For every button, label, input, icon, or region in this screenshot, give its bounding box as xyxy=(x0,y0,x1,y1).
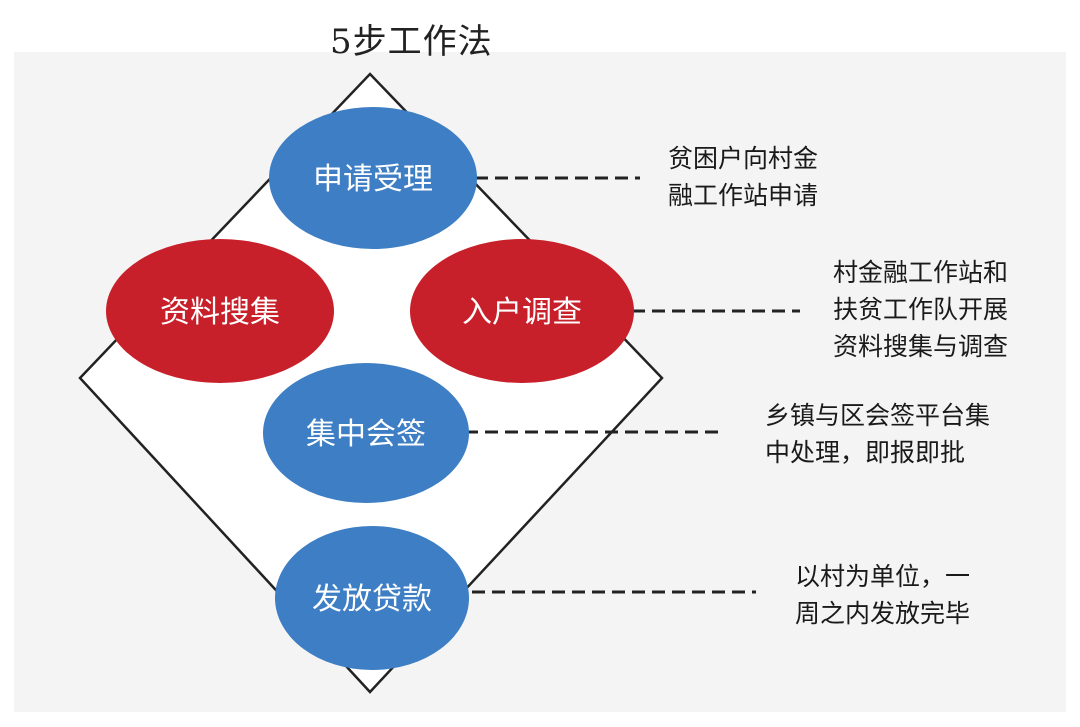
step-3-description-line: 村金融工作站和 xyxy=(833,258,1009,287)
step-4-description-line: 乡镇与区会签平台集 xyxy=(765,401,991,430)
step-3-description: 村金融工作站和 扶贫工作队开展 资料搜集与调查 xyxy=(833,254,1008,365)
step-4-ellipse xyxy=(263,363,469,503)
step-2-label: 资料搜集 xyxy=(160,295,280,330)
step-1-description: 贫困户向村金 融工作站申请 xyxy=(668,140,818,214)
step-2-ellipse xyxy=(106,239,334,383)
step-5-description-line: 以村为单位，一 xyxy=(795,562,971,591)
step-1-description-line: 贫困户向村金 xyxy=(668,144,819,173)
step-4-description: 乡镇与区会签平台集 中处理，即报即批 xyxy=(765,397,990,471)
step-5-description-line: 周之内发放完毕 xyxy=(795,599,971,628)
step-3-ellipse xyxy=(410,239,634,383)
step-5-ellipse xyxy=(275,526,469,670)
step-5-label: 发放贷款 xyxy=(312,582,432,617)
step-1-ellipse xyxy=(269,107,477,249)
step-3-description-line: 资料搜集与调查 xyxy=(833,332,1009,361)
step-1-description-line: 融工作站申请 xyxy=(668,181,819,210)
step-1-label: 申请受理 xyxy=(313,162,433,197)
diagram-title: 5步工作法 xyxy=(330,22,493,62)
step-3-description-line: 扶贫工作队开展 xyxy=(833,295,1009,324)
step-4-label: 集中会签 xyxy=(306,417,426,452)
step-5-description: 以村为单位，一 周之内发放完毕 xyxy=(795,558,970,632)
step-4-description-line: 中处理，即报即批 xyxy=(765,438,966,467)
step-3-label: 入户调查 xyxy=(462,295,582,330)
